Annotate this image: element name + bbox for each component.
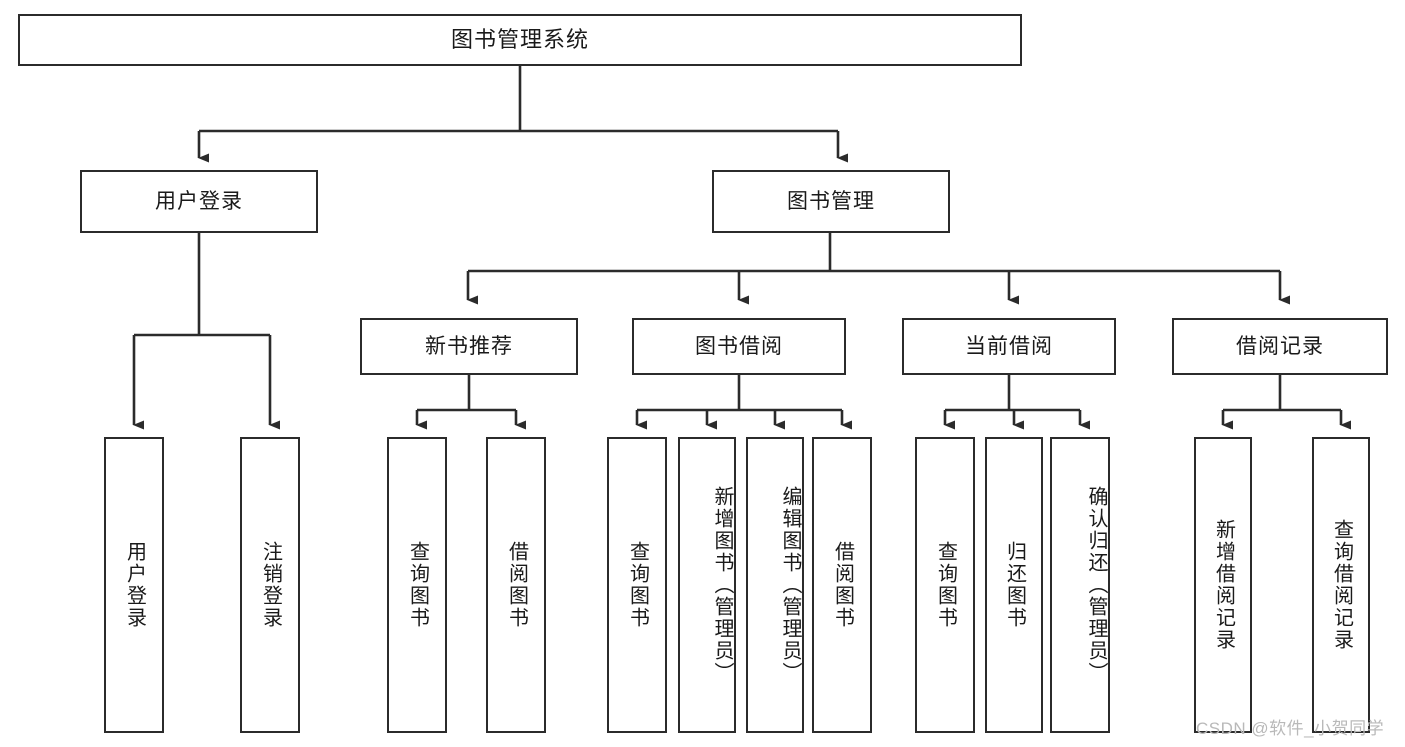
leaf-new-book-query-book[interactable]: 查询图书 (387, 437, 447, 733)
leaf-new-book-borrow-book[interactable]: 借阅图书 (486, 437, 546, 733)
node-borrowing-records[interactable]: 借阅记录 (1172, 318, 1388, 375)
leaf-user-login-login[interactable]: 用户登录 (104, 437, 164, 733)
node-root-book-management-system[interactable]: 图书管理系统 (18, 14, 1022, 66)
leaf-current-borrow-return-book[interactable]: 归还图书 (985, 437, 1043, 733)
node-book-management[interactable]: 图书管理 (712, 170, 950, 233)
node-user-login[interactable]: 用户登录 (80, 170, 318, 233)
csdn-watermark: CSDN @软件_小贺同学 (1196, 719, 1385, 738)
leaf-book-borrow-query-book[interactable]: 查询图书 (607, 437, 667, 733)
leaf-book-borrow-add-book-admin[interactable]: 新增图书（管理员） (678, 437, 736, 733)
node-new-book-recommendation[interactable]: 新书推荐 (360, 318, 578, 375)
leaf-current-borrow-confirm-return-admin[interactable]: 确认归还（管理员） (1050, 437, 1110, 733)
leaf-record-query-borrow-record[interactable]: 查询借阅记录 (1312, 437, 1370, 733)
leaf-record-add-borrow-record[interactable]: 新增借阅记录 (1194, 437, 1252, 733)
leaf-user-login-logout[interactable]: 注销登录 (240, 437, 300, 733)
leaf-book-borrow-edit-book-admin[interactable]: 编辑图书（管理员） (746, 437, 804, 733)
leaf-current-borrow-query-book[interactable]: 查询图书 (915, 437, 975, 733)
node-current-borrowing[interactable]: 当前借阅 (902, 318, 1116, 375)
leaf-book-borrow-borrow-book[interactable]: 借阅图书 (812, 437, 872, 733)
node-book-borrowing[interactable]: 图书借阅 (632, 318, 846, 375)
